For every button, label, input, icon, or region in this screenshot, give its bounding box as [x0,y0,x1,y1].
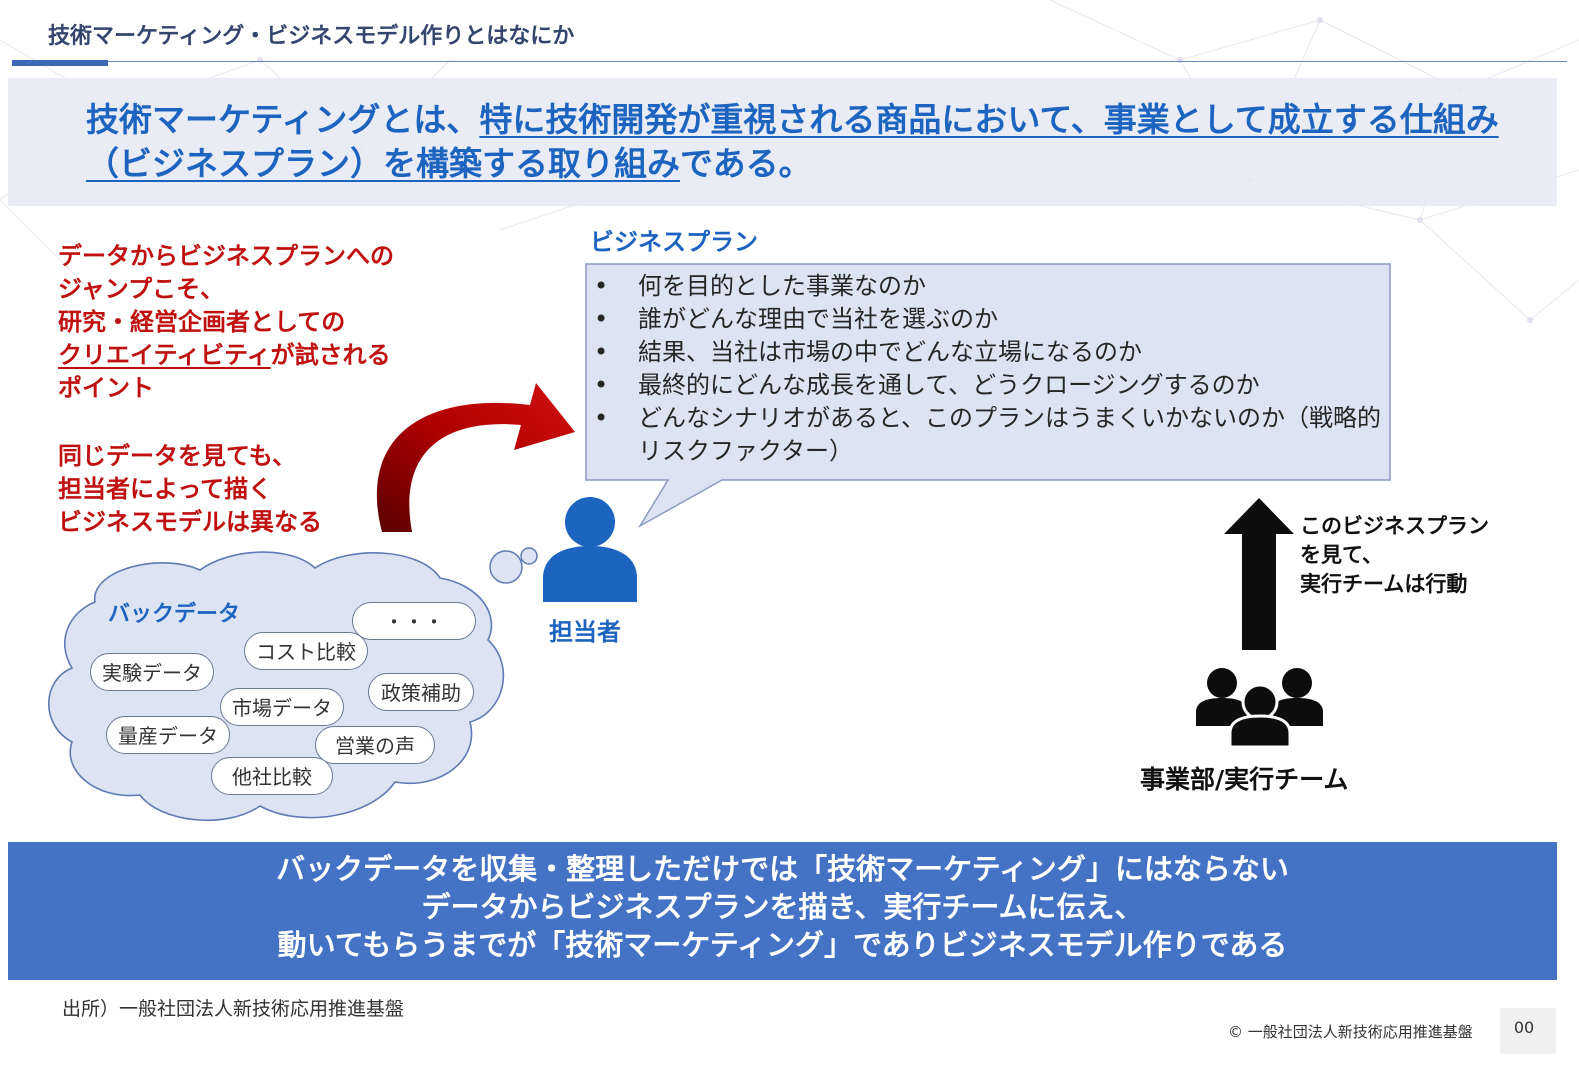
difference-line-2: 担当者によって描く [58,475,273,503]
headline-lead: 技術マーケティングとは、 [86,100,480,139]
business-plan-item-4: 最終的にどんな成長を通して、どうクロージングするのか [638,371,1260,399]
pill-cost-comparison: コスト比較 [244,632,368,670]
bullet-dot: • [594,272,609,300]
title-divider [12,61,1567,62]
pill-ellipsis: ・・・ [352,602,476,640]
headline-tail: である。 [680,144,812,183]
bullet-dot: • [594,371,609,399]
title-accent-bar [12,60,108,66]
creativity-line-2: ジャンプこそ、 [58,275,225,303]
conclusion-band [8,842,1557,980]
creativity-keyword: クリエイティビティ [58,341,271,369]
pill-policy-support: 政策補助 [368,673,474,711]
team-label: 事業部/実行チーム [1140,765,1349,794]
up-arrow [1224,498,1294,650]
list-item: • 最終的にどんな成長を通して、どうクロージングするのか [592,369,1382,402]
conclusion-line-2: データからビジネスプランを描き、実行チームに伝え、 [421,890,1144,924]
business-plan-bubble [585,263,1391,529]
bullet-dot: • [594,305,609,333]
pill-experiment-data: 実験データ [90,653,214,691]
action-note-line-3: 実行チームは行動 [1300,572,1468,596]
headline-band [8,78,1557,206]
team-icon [1196,668,1323,749]
creativity-line-1: データからビジネスプランへの [58,242,394,270]
cloud-title: バックデータ [108,602,241,627]
thought-bubbles [489,547,538,584]
copyright: © 一般社団法人新技術応用推進基盤 [1228,1023,1473,1041]
pill-competitor-comparison: 他社比較 [211,757,333,795]
bullet-dot: • [594,404,609,432]
action-note-line-2: を見て、 [1300,543,1383,567]
conclusion-text: バックデータを収集・整理しただけでは「技術マーケティング」にはならない データか… [8,850,1557,964]
difference-line-1: 同じデータを見ても、 [58,442,297,470]
person-label: 担当者 [549,618,621,646]
pill-sales-voice: 営業の声 [315,726,435,764]
headline: 技術マーケティングとは、特に技術開発が重視される商品において、事業として成立する… [86,98,1506,186]
business-plan-item-5: どんなシナリオがあると、このプランはうまくいかないのか（戦略的リスクファクター） [638,404,1382,465]
creativity-line-4: クリエイティビティが試される [58,339,478,372]
conclusion-line-3: 動いてもらうまでが「技術マーケティング」でありビジネスモデル作りである [277,928,1288,962]
bullet-dot: • [594,338,609,366]
slide-title: 技術マーケティング・ビジネスモデル作りとはなにか [48,24,575,49]
pill-mass-production-data: 量産データ [106,716,230,754]
pill-market-data: 市場データ [220,688,344,726]
page-number-box [1500,1008,1556,1054]
action-note-line-1: このビジネスプラン [1300,514,1489,538]
business-plan-title: ビジネスプラン [590,228,758,256]
business-plan-item-2: 誰がどんな理由で当社を選ぶのか [638,305,998,333]
list-item: • 誰がどんな理由で当社を選ぶのか [592,303,1382,336]
creativity-callout: データからビジネスプランへの ジャンプこそ、 研究・経営企画者としての クリエイ… [58,240,478,405]
action-note: このビジネスプラン を見て、 実行チームは行動 [1300,512,1489,599]
list-item: • 何を目的とした事業なのか [592,270,1382,303]
page-number: 00 [1513,1018,1535,1037]
source-note: 出所）一般社団法人新技術応用推進基盤 [62,998,405,1020]
list-item: • 結果、当社は市場の中でどんな立場になるのか [592,336,1382,369]
difference-callout: 同じデータを見ても、 担当者によって描く ビジネスモデルは異なる [58,440,478,539]
list-item: • どんなシナリオがあると、このプランはうまくいかないのか（戦略的リスクファクター… [592,402,1382,468]
business-plan-item-1: 何を目的とした事業なのか [638,272,926,300]
difference-line-3: ビジネスモデルは異なる [58,508,322,536]
jump-arrow [376,383,575,532]
creativity-line-5: ポイント [58,374,154,402]
creativity-line-4-rest: が試される [270,341,391,369]
person-icon [543,497,637,602]
conclusion-line-1: バックデータを収集・整理しただけでは「技術マーケティング」にはならない [276,852,1289,886]
headline-underlined: 特に技術開発が重視される商品において、事業として成立する仕組み（ビジネスプラン）… [86,100,1499,183]
business-plan-item-3: 結果、当社は市場の中でどんな立場になるのか [638,338,1142,366]
business-plan-list: • 何を目的とした事業なのか • 誰がどんな理由で当社を選ぶのか • 結果、当社は市場… [592,270,1382,468]
creativity-line-3: 研究・経営企画者としての [58,308,346,336]
